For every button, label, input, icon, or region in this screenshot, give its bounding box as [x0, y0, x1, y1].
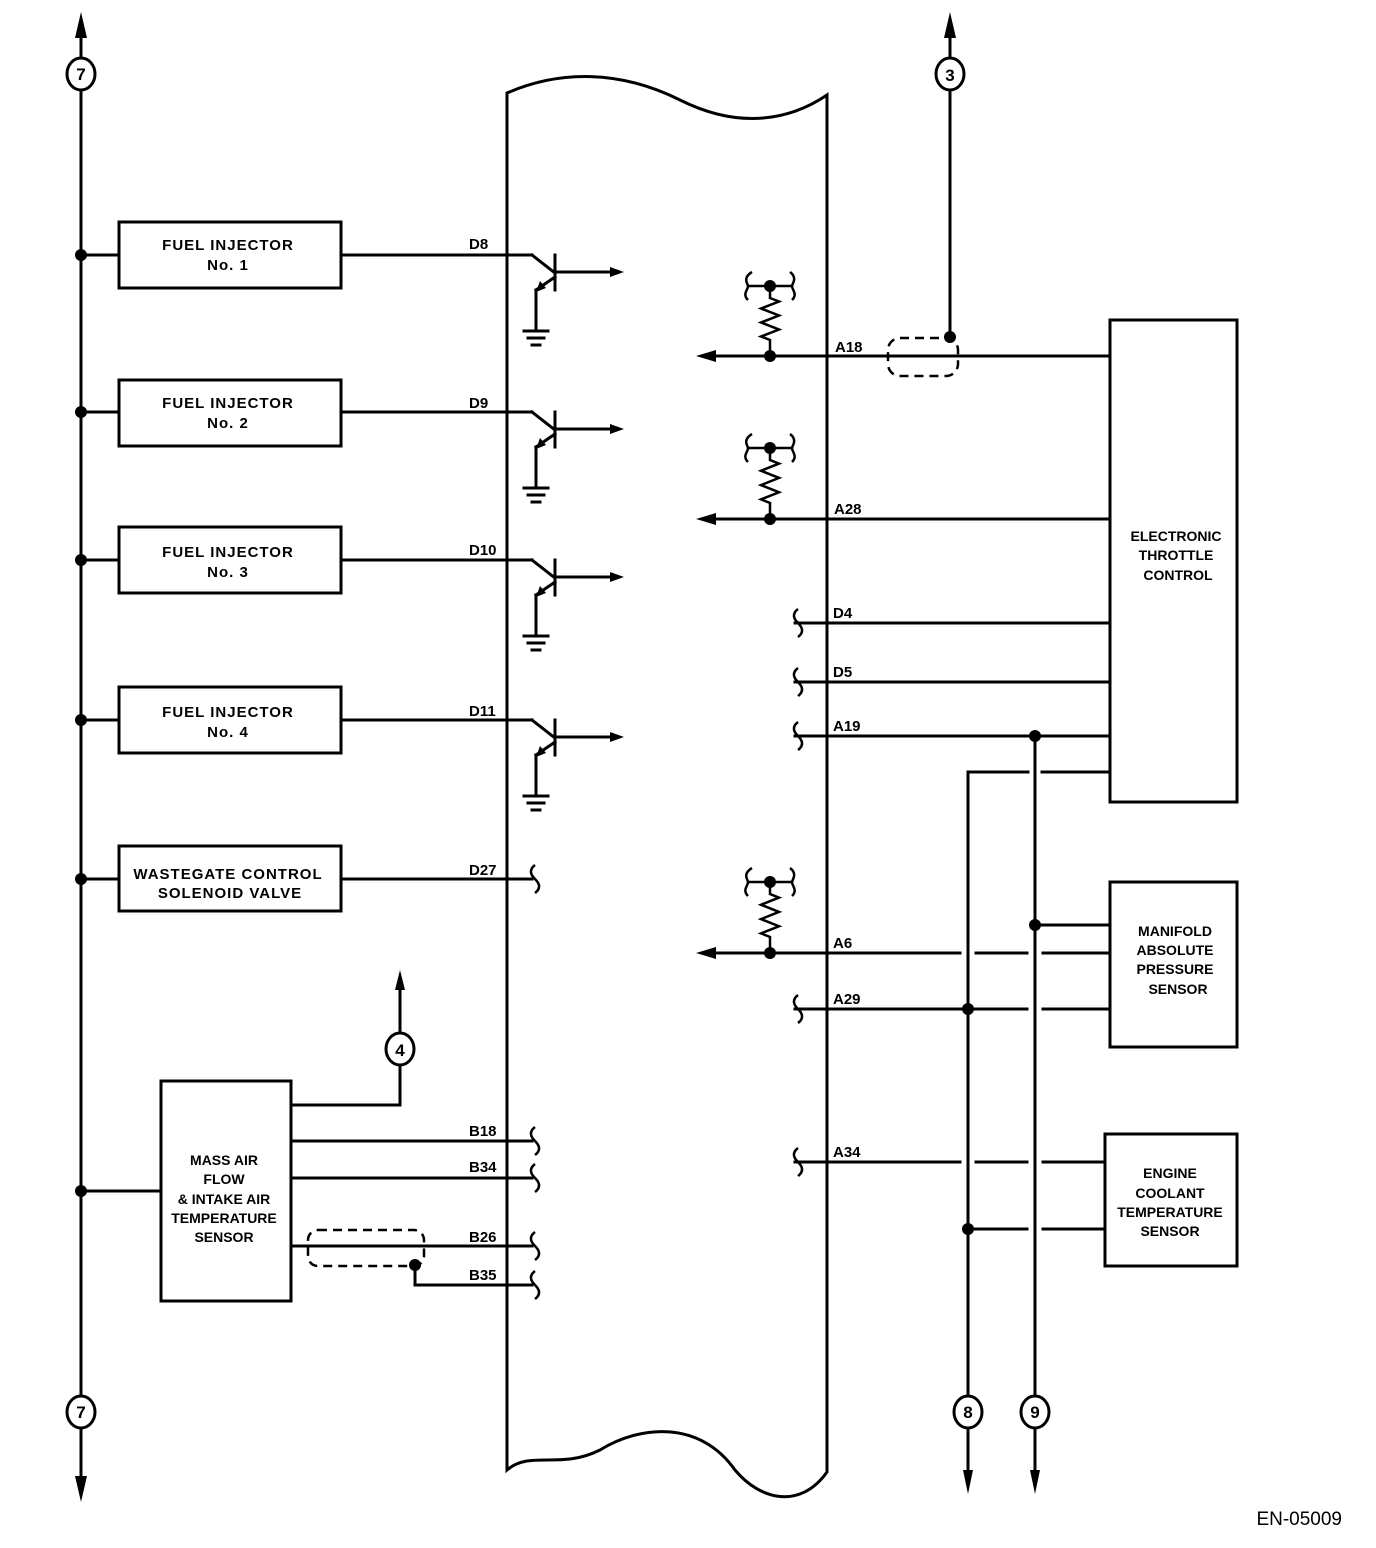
component-label: SOLENOID VALVE — [158, 885, 302, 902]
connector-label: 7 — [76, 1403, 85, 1422]
connector-label: 7 — [76, 65, 85, 84]
pin-label: A6 — [833, 935, 852, 952]
component-label: FUEL INJECTOR — [162, 395, 294, 412]
pin-label: D4 — [833, 605, 853, 622]
component-label: ENGINE — [1143, 1165, 1197, 1181]
pin-label: B34 — [469, 1159, 497, 1176]
component-label: SENSOR — [194, 1229, 253, 1245]
component-label: FUEL INJECTOR — [162, 237, 294, 254]
component-label: TEMPERATURE — [171, 1210, 277, 1226]
component-label: PRESSURE — [1136, 961, 1213, 977]
pin-label: D9 — [469, 395, 488, 412]
component-label: SENSOR — [1140, 1223, 1199, 1239]
wastegate-solenoid[interactable]: WASTEGATE CONTROL SOLENOID VALVE D27 — [75, 844, 541, 913]
component-label: TEMPERATURE — [1117, 1204, 1223, 1220]
pin-label: B26 — [469, 1229, 497, 1246]
component-label: ELECTRONIC — [1131, 528, 1222, 544]
component-label: FUEL INJECTOR — [162, 544, 294, 561]
pin-label: D10 — [469, 542, 497, 559]
pin-label: A28 — [834, 501, 862, 518]
pin-label: B18 — [469, 1123, 497, 1140]
driver-transistor-icon — [522, 409, 624, 504]
component-label: THROTTLE — [1139, 547, 1214, 563]
component-label: FLOW — [203, 1171, 245, 1187]
component-label: & INTAKE AIR — [178, 1191, 271, 1207]
connector-4[interactable]: 4 — [384, 1031, 416, 1067]
map-sensor[interactable]: MANIFOLD ABSOLUTE PRESSURE SENSOR — [1108, 880, 1239, 1049]
component-label: ABSOLUTE — [1137, 942, 1214, 958]
component-label: No. 1 — [207, 257, 249, 274]
component-label: No. 4 — [207, 724, 249, 741]
driver-transistor-icon — [522, 252, 624, 347]
maf-sensor[interactable]: MASS AIR FLOW & INTAKE AIR TEMPERATURE S… — [75, 970, 541, 1303]
connector-7-top[interactable]: 7 — [65, 56, 97, 92]
connector-9[interactable]: 9 — [1019, 1394, 1051, 1430]
component-label: MASS AIR — [190, 1152, 258, 1168]
component-label: WASTEGATE CONTROL — [133, 866, 322, 883]
component-label: MANIFOLD — [1138, 923, 1212, 939]
driver-transistor-icon — [522, 557, 624, 652]
pin-label: D27 — [469, 862, 497, 879]
pullup-resistor-icon — [744, 866, 796, 959]
connector-label: 9 — [1030, 1403, 1039, 1422]
arrow-up-icon — [75, 12, 87, 38]
arrow-down-icon — [75, 1476, 87, 1502]
connector-label: 8 — [963, 1403, 972, 1422]
connector-7-bottom[interactable]: 7 — [65, 1394, 97, 1430]
electronic-throttle-control[interactable]: ELECTRONIC THROTTLE CONTROL — [1108, 318, 1239, 804]
pin-label: A29 — [833, 991, 861, 1008]
ecm-outline — [505, 75, 829, 1499]
connector-3[interactable]: 3 — [934, 56, 966, 92]
connector-8[interactable]: 8 — [952, 1394, 984, 1430]
component-label: CONTROL — [1143, 567, 1213, 583]
pin-label: D5 — [833, 664, 852, 681]
component-label: SENSOR — [1148, 981, 1207, 997]
ect-sensor[interactable]: ENGINE COOLANT TEMPERATURE SENSOR — [1103, 1132, 1239, 1268]
connector-label: 3 — [945, 66, 954, 85]
connector-label: 4 — [395, 1041, 405, 1060]
component-label: No. 3 — [207, 564, 249, 581]
fuel-injector-3[interactable]: FUEL INJECTOR No. 3 D10 — [75, 525, 534, 595]
pin-label: A19 — [833, 718, 861, 735]
fuel-injector-2[interactable]: FUEL INJECTOR No. 2 D9 — [75, 378, 534, 448]
component-label: FUEL INJECTOR — [162, 704, 294, 721]
pin-label: D8 — [469, 236, 488, 253]
pullup-resistor-icon — [744, 270, 796, 362]
fuel-injector-4[interactable]: FUEL INJECTOR No. 4 D11 — [75, 685, 534, 755]
pullup-resistor-icon — [744, 432, 796, 525]
pin-label: D11 — [469, 703, 496, 720]
figure-id: EN-05009 — [1256, 1509, 1342, 1530]
fuel-injector-1[interactable]: FUEL INJECTOR No. 1 D8 — [75, 220, 534, 290]
component-label: No. 2 — [207, 415, 249, 432]
pin-label: A34 — [833, 1144, 861, 1161]
pin-label: A18 — [835, 339, 863, 356]
component-label: COOLANT — [1135, 1185, 1205, 1201]
pin-label: B35 — [469, 1267, 497, 1284]
driver-transistor-icon — [522, 717, 624, 812]
